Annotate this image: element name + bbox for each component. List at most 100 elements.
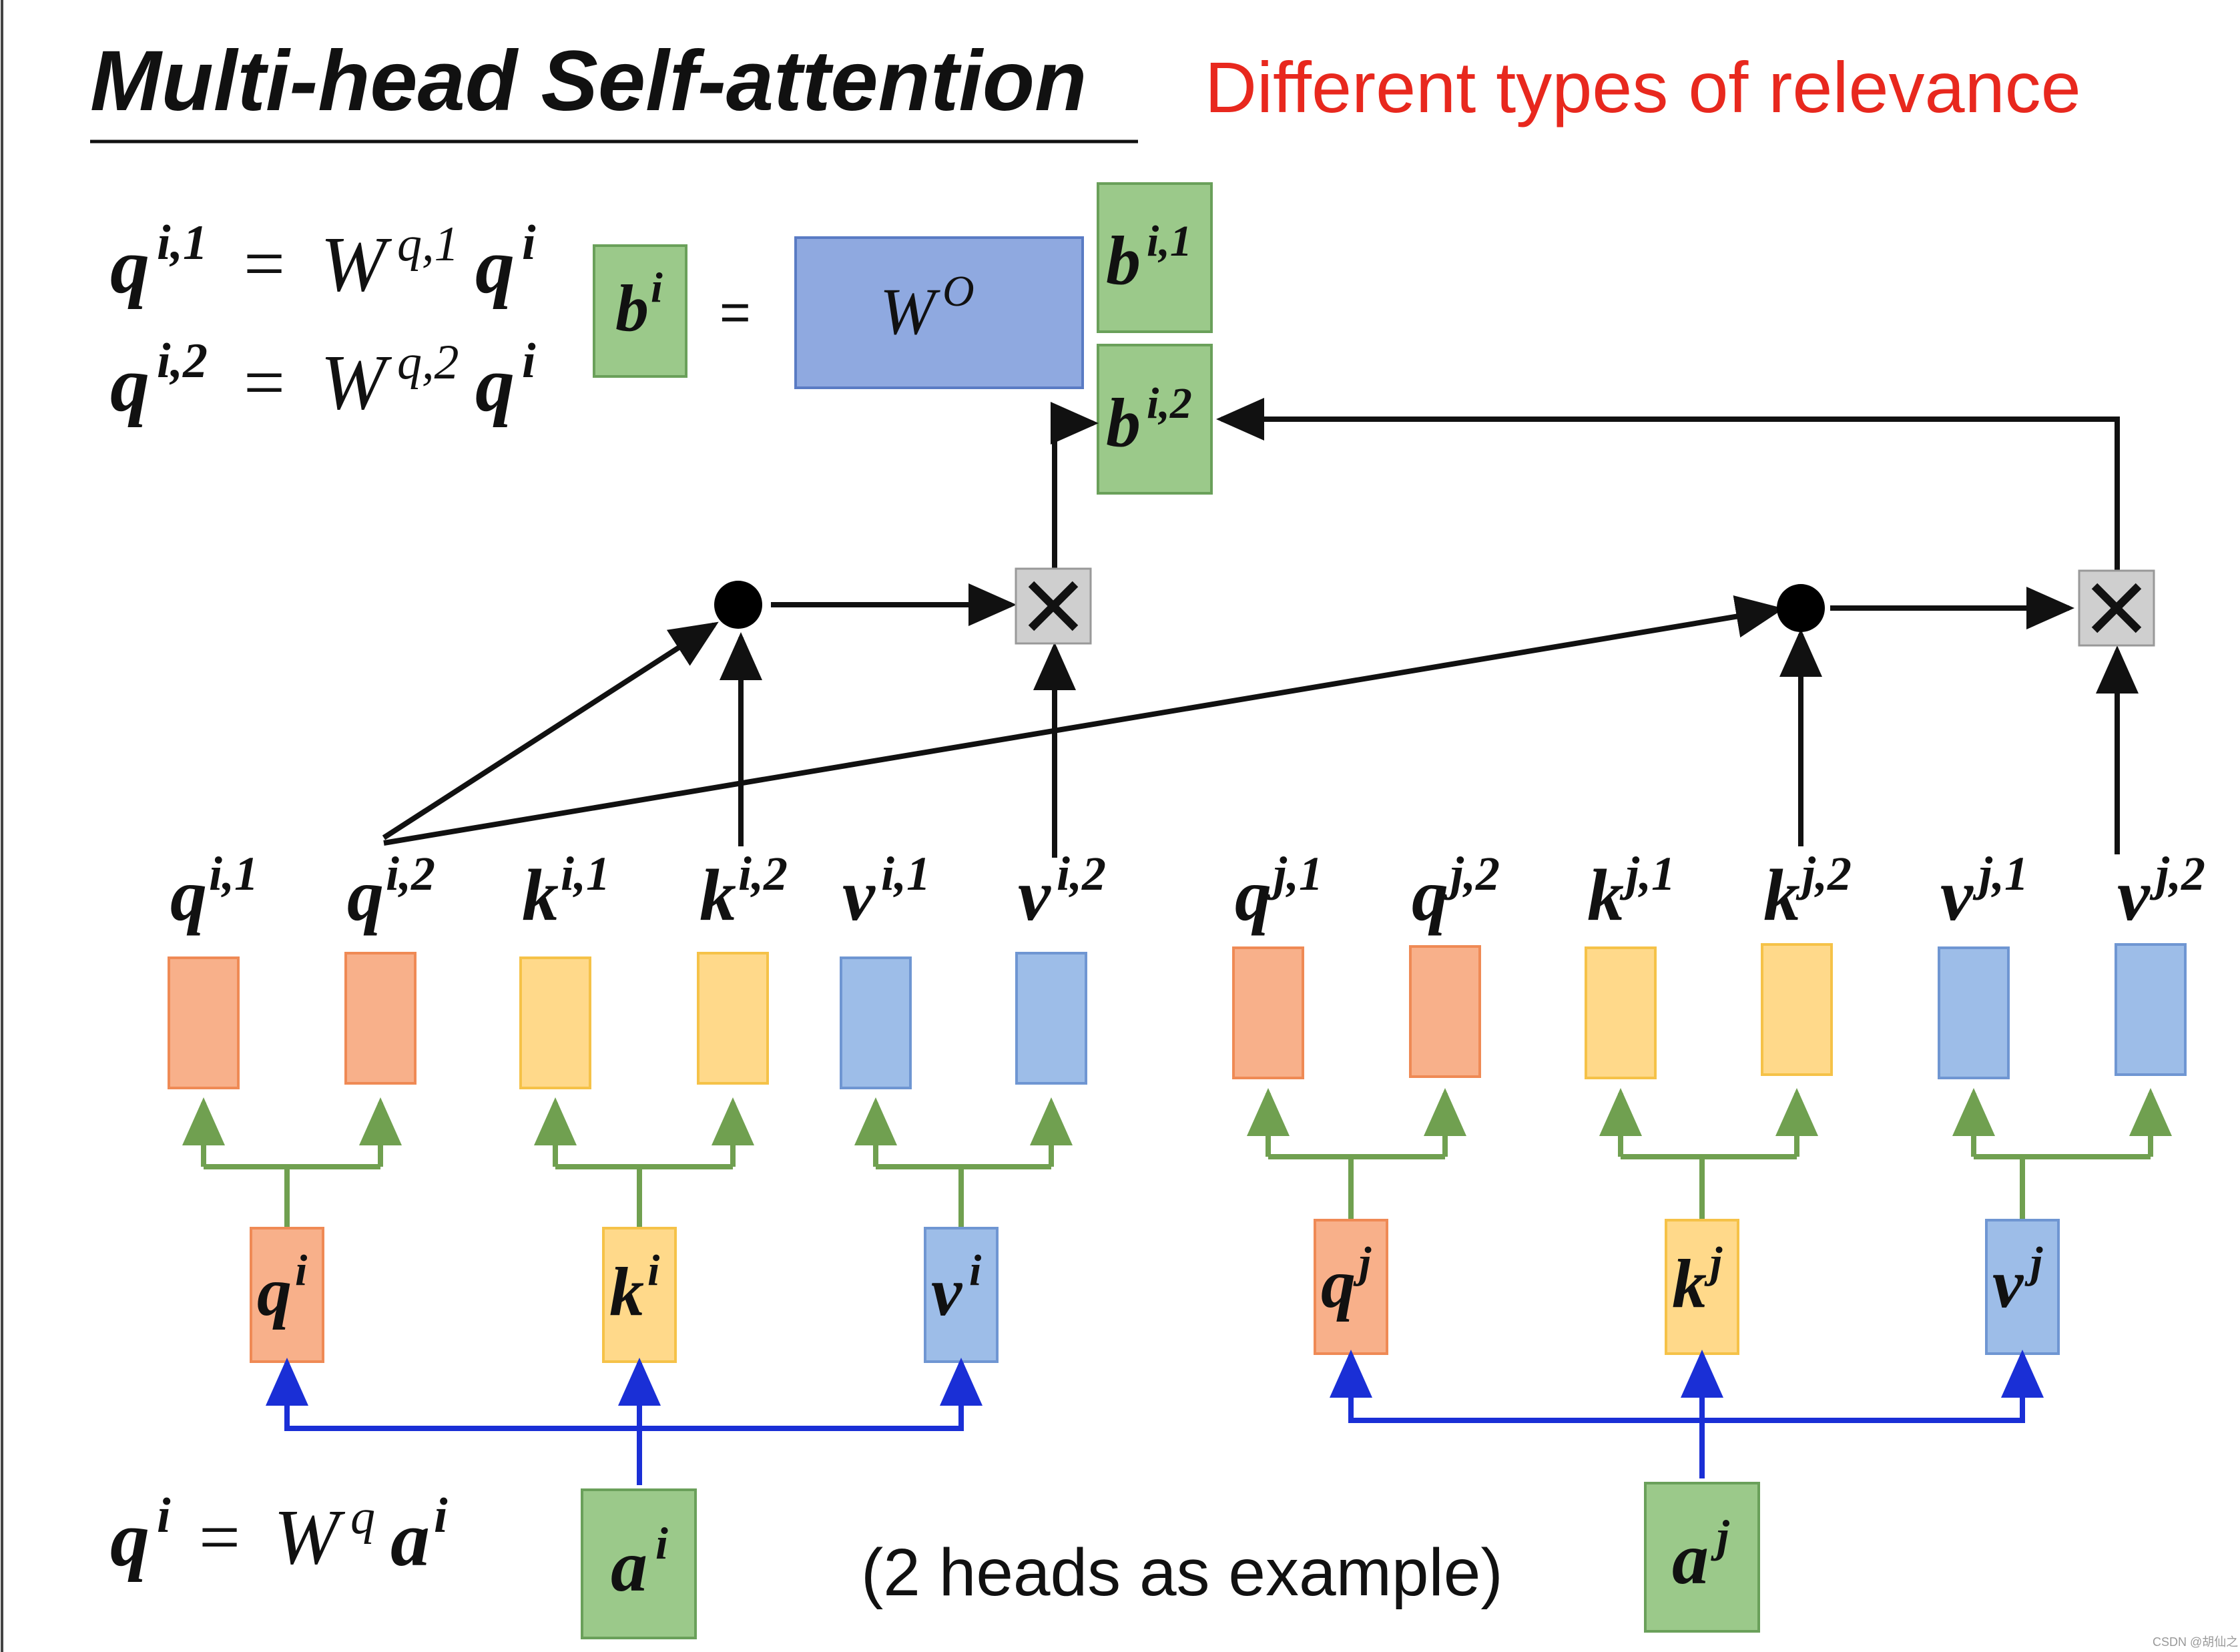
j-v-box (1985, 1219, 2060, 1355)
arrow-mult2-to-bi2 (1216, 398, 2120, 571)
eq3-weight: W (274, 1493, 346, 1581)
eq3-lhs-sup: i (157, 1488, 171, 1543)
eq1-rhs-sup: i (522, 216, 536, 270)
eq1-equals: = (244, 223, 285, 304)
i-v-head1-sup: i,1 (881, 847, 930, 900)
j-q-head2-box (1409, 945, 1481, 1078)
j-v-head2-label: v (2117, 854, 2151, 936)
eq3-weight-sup: q (350, 1490, 375, 1545)
eq3-lhs: q (110, 1495, 150, 1583)
i-k-head2-box (697, 952, 769, 1085)
weight-wo-box (794, 236, 1084, 389)
eq2-weight: W (320, 338, 392, 426)
eq3-equals: = (199, 1496, 240, 1578)
eq1-lhs-sup: i,1 (157, 216, 208, 270)
j-v-head1-sup: j,1 (1972, 847, 2028, 900)
input-aj-label: a (1672, 1518, 1709, 1599)
dot-product-node-1 (714, 581, 762, 629)
eq2-lhs: q (110, 340, 150, 428)
arrow-qi2-to-dot1 (382, 621, 719, 840)
heads-note: (2 heads as example) (861, 1535, 1503, 1610)
dot-product-node-2 (1777, 584, 1825, 632)
i-v-head1-box (840, 956, 912, 1089)
i-k-head2-sup: i,2 (738, 847, 788, 900)
j-q-box (1314, 1219, 1388, 1355)
i-v-head2-label: v (1018, 854, 1051, 936)
j-v-head1-label: v (1940, 854, 1974, 936)
j-v-head2-sup: j,2 (2149, 847, 2205, 900)
i-q-head1-box (168, 956, 240, 1089)
output-bi-sup: i (651, 264, 663, 311)
page-title: Multi-head Self-attention (90, 33, 1087, 129)
j-q-head1-box (1232, 946, 1304, 1079)
i-v-box (924, 1227, 999, 1363)
split-tree-j-q (1247, 1088, 1466, 1220)
j-q-head2-sup: j,2 (1444, 847, 1500, 900)
weight-wo-sup: O (942, 267, 974, 316)
output-bi-label: b (615, 271, 649, 345)
input-aj: a j (1644, 1482, 1760, 1633)
j-v-label: v (1992, 1246, 2024, 1322)
j-q-head2-label: q (1412, 854, 1448, 936)
eq2-lhs-sup: i,2 (157, 334, 208, 388)
eq1-rhs: q (475, 222, 515, 310)
i-v-head2-box (1015, 952, 1087, 1085)
i-k-head1-box (519, 956, 591, 1089)
i-q-label: q (257, 1254, 292, 1330)
eq2-equals: = (244, 342, 285, 423)
i-k-head1-sup: i,1 (561, 847, 610, 900)
equation-query: q i = W q a i (110, 1488, 448, 1583)
heads-j-boxes (1232, 943, 2187, 1079)
j-k-head1-label: k (1587, 854, 1624, 936)
i-q-sup: i (295, 1246, 308, 1295)
i-q-head2-label: q (347, 854, 384, 936)
attention-flow (382, 398, 2139, 858)
multiply-node-2 (2078, 569, 2155, 647)
output-equation: b i = W O b i,1 b i,2 (593, 182, 1213, 495)
watermark: CSDN @胡仙之 (2153, 1635, 2238, 1649)
output-bi1-box (1097, 182, 1213, 333)
i-q-head2-sup: i,2 (386, 847, 435, 900)
j-k-box (1665, 1219, 1739, 1355)
i-q-head1-sup: i,1 (209, 847, 258, 900)
eq2-rhs-sup: i (522, 334, 536, 388)
output-bi1-label: b (1106, 222, 1141, 299)
multiply-node-1 (1015, 567, 1092, 645)
equation-head1: q i,1 = W q,1 q i (110, 216, 536, 310)
j-v-head2-box (2115, 943, 2187, 1076)
output-equals: = (720, 282, 751, 342)
j-k-head1-sup: j,1 (1619, 847, 1675, 900)
input-ai-label: a (611, 1525, 647, 1607)
weight-wo-label: W (880, 274, 940, 348)
i-v-label: v (931, 1254, 963, 1330)
equation-head2: q i,2 = W q,2 q i (110, 334, 536, 428)
split-trees (182, 1088, 2172, 1228)
split-tree-j-v (1952, 1088, 2172, 1220)
j-k-head2-sup: j,2 (1795, 847, 1852, 900)
i-v-head1-label: v (842, 854, 876, 936)
eq2-weight-sup: q,2 (397, 335, 459, 390)
i-k-head2-label: k (699, 854, 736, 936)
i-v-head2-sup: i,2 (1057, 847, 1106, 900)
j-k-head2-box (1761, 943, 1833, 1076)
eq1-lhs: q (110, 222, 150, 310)
j-q-label: q (1321, 1246, 1356, 1322)
j-q-head1-sup: j,1 (1267, 847, 1323, 900)
j-v-head1-box (1938, 946, 2010, 1079)
i-k-box (602, 1227, 677, 1363)
output-bi1-sup: i,1 (1147, 217, 1192, 266)
j-k-head1-box (1585, 946, 1657, 1079)
input-ai: a i (581, 1488, 697, 1639)
output-bi-box (593, 244, 687, 378)
split-tree-i-v (854, 1097, 1073, 1228)
eq3-rhs-sup: i (434, 1488, 448, 1543)
i-k-sup: i (647, 1246, 660, 1295)
i-v-sup: i (969, 1246, 982, 1295)
input-arrows-i (266, 1358, 983, 1485)
eq1-weight-sup: q,1 (397, 217, 459, 272)
split-tree-i-k (534, 1097, 754, 1228)
